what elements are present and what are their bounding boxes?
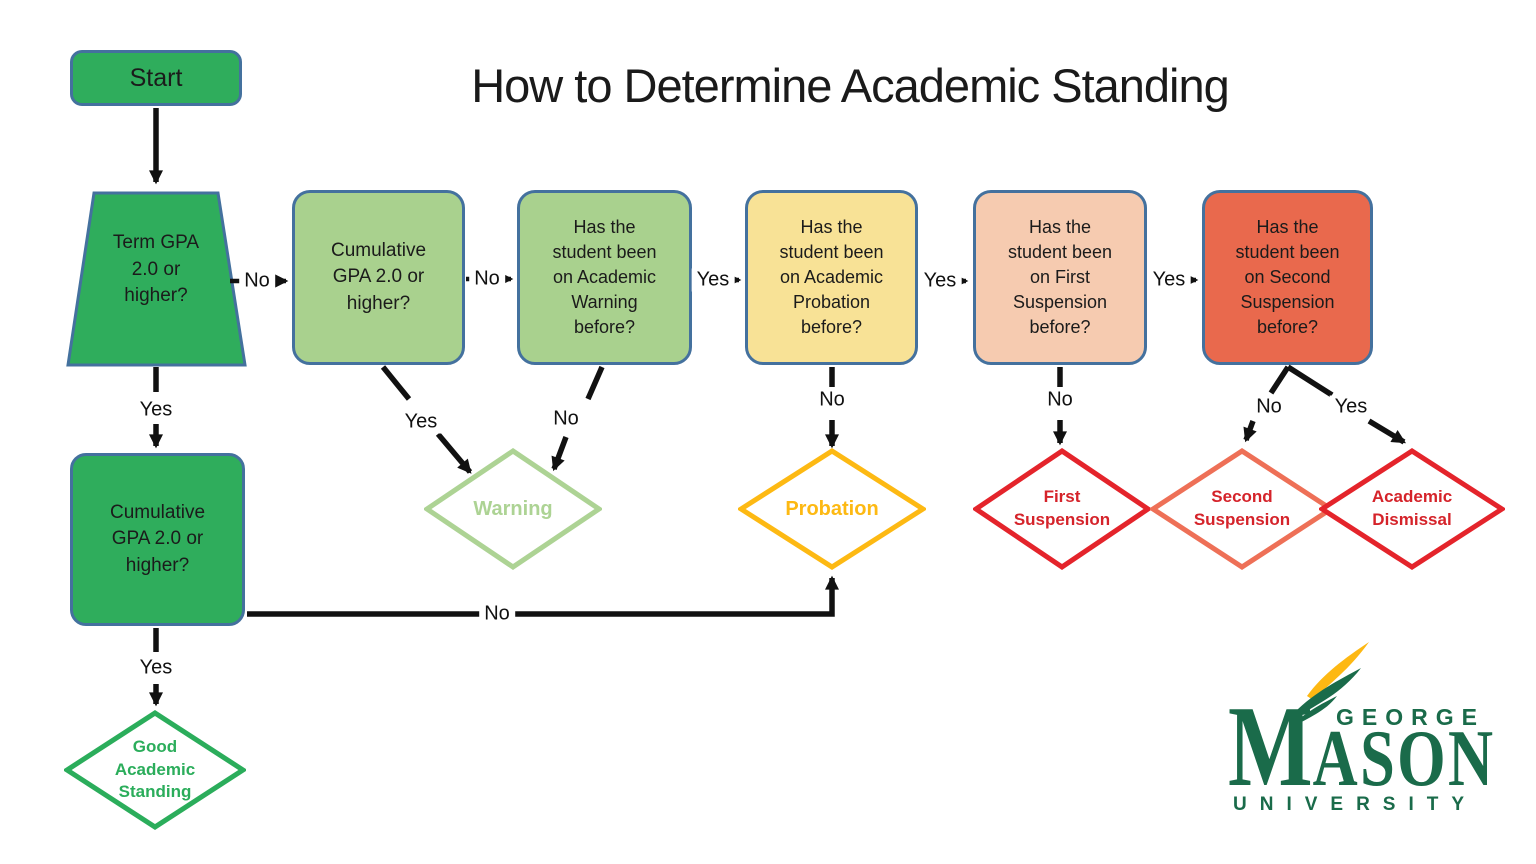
outcome-second-suspension: Second Suspension bbox=[1150, 448, 1334, 570]
warning-diamond-shape bbox=[424, 448, 602, 570]
outcome-first-suspension: First Suspension bbox=[973, 448, 1151, 570]
node-academic-probation-question: Has the student been on Academic Probati… bbox=[745, 190, 918, 365]
edge-label-no: No bbox=[1042, 388, 1078, 412]
node-first-suspension-question: Has the student been on First Suspension… bbox=[973, 190, 1147, 365]
outcome-good-standing: Good Academic Standing bbox=[64, 710, 246, 830]
edge-label-yes: Yes bbox=[134, 656, 178, 680]
gmu-logo: GEORGE MASON UNIVERSITY bbox=[1208, 628, 1536, 843]
node-second-suspension-question: Has the student been on Second Suspensio… bbox=[1202, 190, 1373, 365]
outcome-probation: Probation bbox=[738, 448, 926, 570]
edge-label-yes: Yes bbox=[1329, 395, 1373, 419]
outcome-academic-dismissal-label: Academic Dismissal bbox=[1371, 487, 1453, 529]
node-academic-warning-question: Has the student been on Academic Warning… bbox=[517, 190, 692, 365]
edge-label-no: No bbox=[469, 267, 505, 291]
trapezoid-shape bbox=[66, 191, 247, 367]
outcome-probation-label: Probation bbox=[785, 497, 879, 520]
gmu-logo-mason: MASON bbox=[1228, 689, 1495, 804]
edge-label-no: No bbox=[1251, 395, 1287, 419]
good-standing-diamond-shape bbox=[64, 710, 246, 830]
gmu-logo-mason-initial: M bbox=[1228, 683, 1313, 810]
edge-label-no: No bbox=[814, 388, 850, 412]
outcome-first-suspension-label: First Suspension bbox=[1013, 487, 1111, 529]
probation-diamond-shape bbox=[738, 448, 926, 570]
gmu-swoosh-icon bbox=[1293, 642, 1369, 726]
gmu-logo-george: GEORGE bbox=[1336, 704, 1485, 730]
edge-label-yes: Yes bbox=[399, 410, 443, 434]
page-title: How to Determine Academic Standing bbox=[471, 59, 1230, 112]
edge-label-yes: Yes bbox=[918, 269, 962, 293]
node-cumulative-gpa-second: Cumulative GPA 2.0 or higher? bbox=[70, 453, 245, 626]
edge-label-yes: Yes bbox=[691, 268, 735, 292]
node-term-gpa bbox=[60, 190, 252, 368]
outcome-second-suspension-label: Second Suspension bbox=[1193, 487, 1291, 529]
edge-label-yes: Yes bbox=[134, 398, 178, 422]
second-suspension-diamond-shape bbox=[1150, 448, 1334, 570]
outcome-warning: Warning bbox=[424, 448, 602, 570]
edge-label-yes: Yes bbox=[1147, 268, 1191, 292]
outcome-academic-dismissal: Academic Dismissal bbox=[1319, 448, 1505, 570]
edge-label-no: No bbox=[239, 269, 275, 293]
gmu-logo-university: UNIVERSITY bbox=[1233, 794, 1478, 815]
node-start: Start bbox=[70, 50, 242, 106]
first-suspension-diamond-shape bbox=[973, 448, 1151, 570]
node-cumulative-gpa-first: Cumulative GPA 2.0 or higher? bbox=[292, 190, 465, 365]
outcome-warning-label: Warning bbox=[473, 497, 553, 520]
gmu-logo-mason-rest: ASON bbox=[1312, 715, 1496, 803]
outcome-good-standing-label: Good Academic Standing bbox=[114, 736, 196, 802]
academic-dismissal-diamond-shape bbox=[1319, 448, 1505, 570]
node-term-gpa-label: Term GPA 2.0 or higher? bbox=[112, 232, 200, 307]
edge-label-no: No bbox=[548, 407, 584, 431]
edge-label-no: No bbox=[479, 602, 515, 626]
